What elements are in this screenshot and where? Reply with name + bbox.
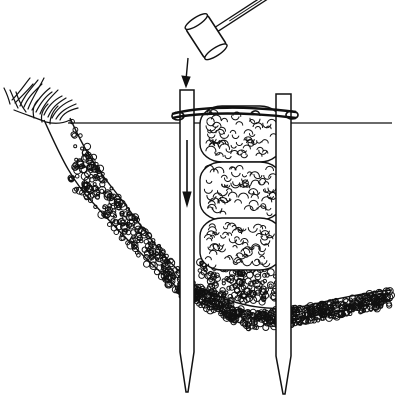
- gravel-stone: [165, 269, 168, 272]
- gravel-stone: [75, 158, 78, 161]
- gravel-stone: [75, 174, 79, 178]
- gravel-stone: [103, 206, 106, 209]
- gravel-stone: [90, 175, 93, 178]
- gravel-stone: [225, 291, 228, 294]
- gravel-stone: [263, 274, 267, 278]
- brush-bundles: [200, 106, 282, 270]
- grass-tuft: [4, 78, 78, 124]
- brush-bundle: [200, 218, 282, 270]
- gravel-stone: [137, 254, 141, 258]
- gravel-stone: [74, 145, 77, 148]
- left-stake: [180, 90, 194, 392]
- gravel-stone: [222, 282, 225, 285]
- gravel-stone: [214, 283, 217, 286]
- gravel-stone: [269, 284, 272, 287]
- right-stake: [276, 94, 291, 394]
- gravel-stone: [90, 178, 94, 182]
- gravel-stone: [81, 147, 84, 150]
- gravel-stone: [202, 305, 205, 308]
- arrow-down-icon: [182, 58, 190, 87]
- mallet-icon: [183, 0, 290, 62]
- brush-bundle: [200, 162, 282, 220]
